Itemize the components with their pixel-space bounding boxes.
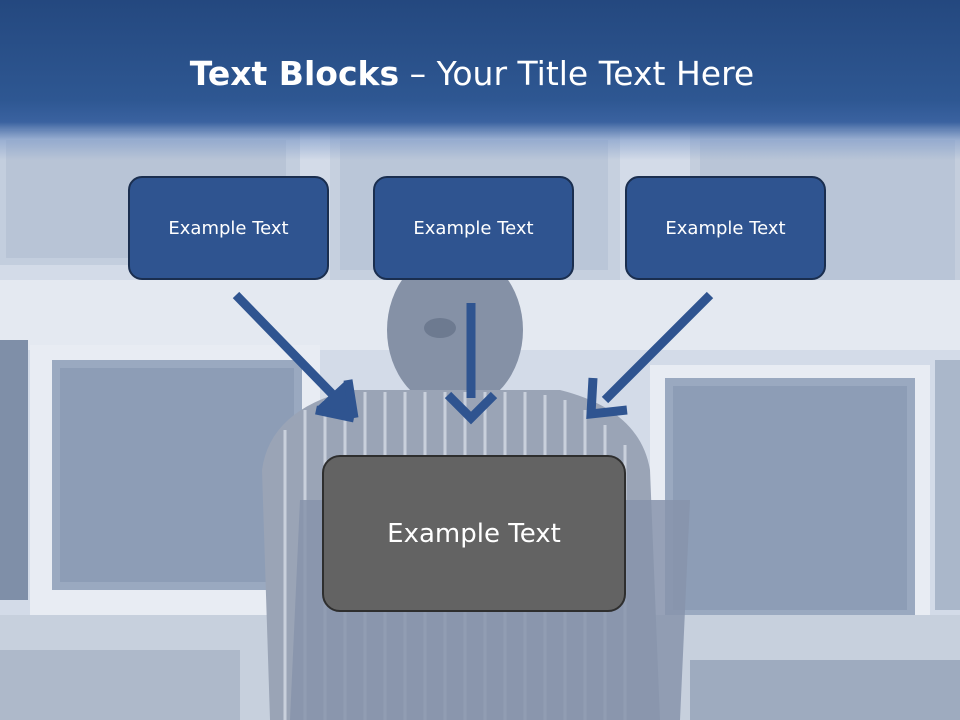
text-block-middle-label: Example Text (413, 217, 534, 239)
slide-title: Text Blocks – Your Title Text Here (0, 54, 944, 94)
center-text-block[interactable]: Example Text (322, 455, 626, 612)
title-rest: Your Title Text Here (436, 54, 755, 93)
title-dash: – (399, 54, 437, 93)
down-left-arrow-icon (586, 291, 714, 420)
center-text-block-label: Example Text (387, 518, 561, 549)
text-block-left[interactable]: Example Text (128, 176, 329, 280)
title-bold: Text Blocks (189, 54, 400, 93)
text-block-left-label: Example Text (168, 217, 289, 239)
down-right-arrow-icon (232, 291, 359, 423)
text-block-middle[interactable]: Example Text (373, 176, 574, 280)
text-block-right[interactable]: Example Text (625, 176, 826, 280)
title-band (0, 0, 960, 160)
down-arrow-icon (444, 303, 498, 425)
text-block-right-label: Example Text (665, 217, 786, 239)
